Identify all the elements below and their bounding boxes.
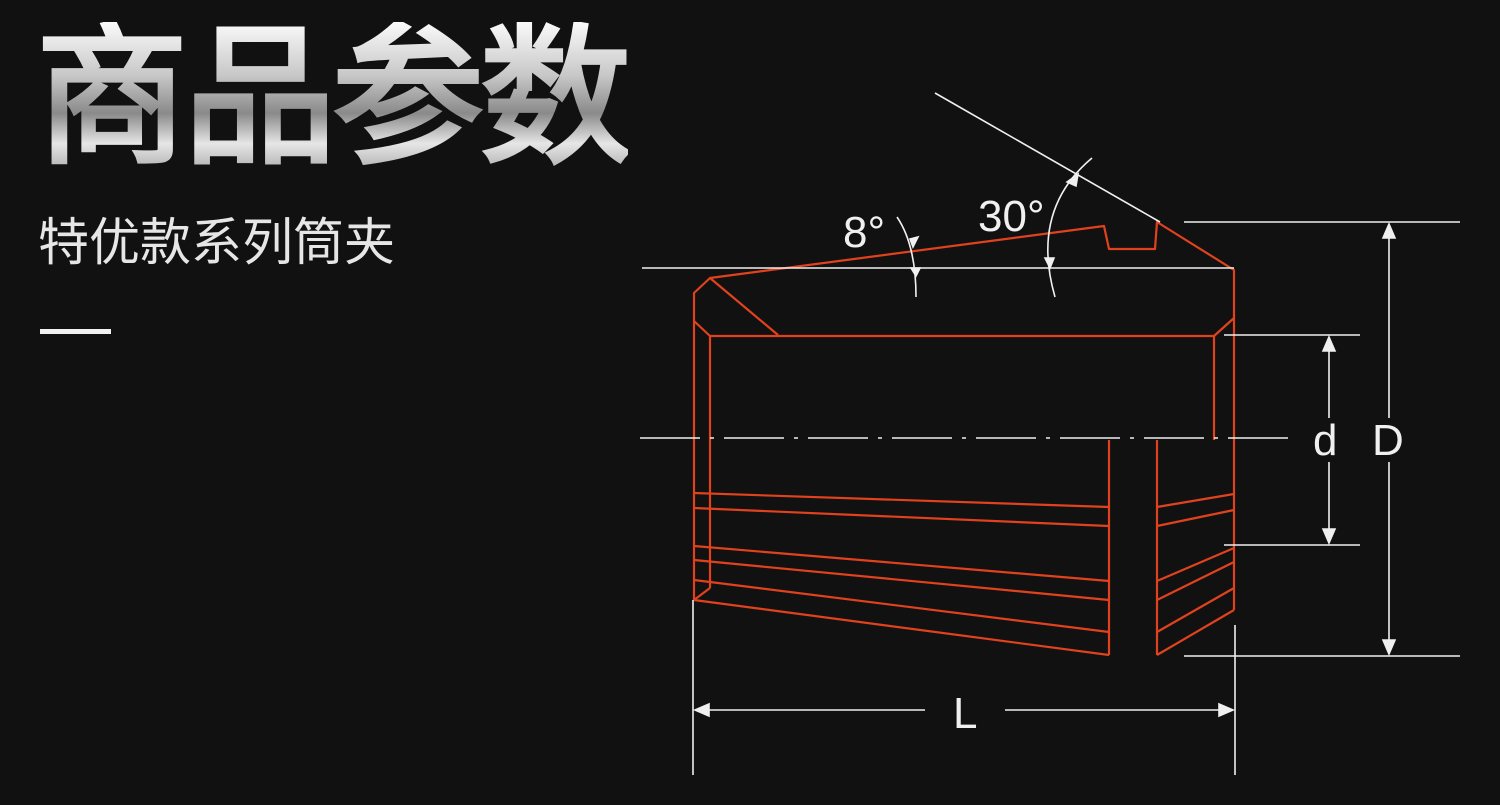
- collet-outline: [692, 220, 1236, 657]
- length-label: L: [953, 689, 977, 738]
- dimension-lines: [640, 92, 1460, 775]
- title-divider: [40, 329, 111, 334]
- page-subtitle: 特优款系列筒夹: [38, 214, 396, 273]
- page-title: 商品参数: [36, 9, 632, 186]
- angle-8-label: 8°: [843, 208, 885, 257]
- outer-diameter-label: D: [1372, 416, 1404, 465]
- angle-30-label: 30°: [978, 192, 1045, 241]
- inner-diameter-label: d: [1313, 416, 1337, 465]
